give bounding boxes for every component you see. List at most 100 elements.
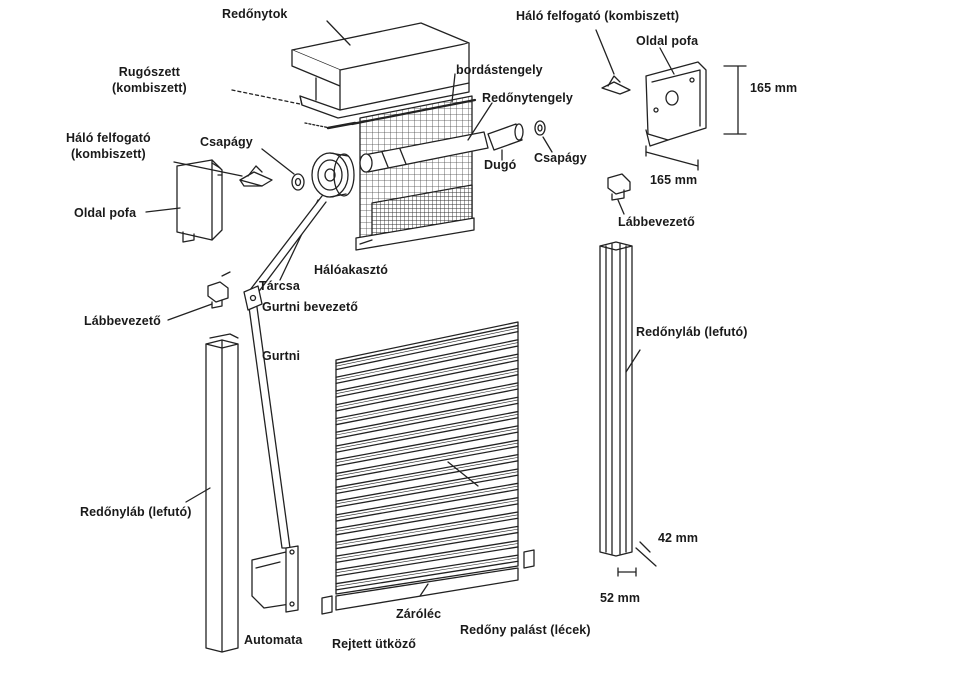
shutter-slat-groove <box>335 500 519 532</box>
side-rail-left <box>205 333 239 653</box>
shutter-slat <box>335 540 519 577</box>
shutter-slat-groove <box>335 528 519 560</box>
foot-guide-right-leader <box>617 199 625 215</box>
shutter-slat <box>335 453 519 495</box>
label-zarolec: Záróléc <box>396 607 442 621</box>
bearing-left-leader <box>261 148 295 175</box>
shutter-slat <box>335 468 519 508</box>
side-plate-left <box>176 159 223 243</box>
shutter-slat <box>335 353 519 398</box>
redonytok-leader <box>326 20 351 46</box>
spring-set-dashes <box>304 122 331 129</box>
roller-shaft <box>359 131 489 173</box>
bearing-left <box>291 173 305 191</box>
shutter-slat <box>335 525 519 563</box>
dimension-165-horizontal <box>645 145 699 171</box>
roller-shaft-leader <box>467 102 493 141</box>
roller-box <box>291 22 470 119</box>
label-rugoszett: Rugószett (kombiszett) <box>112 65 187 95</box>
net-holder-left <box>239 165 273 187</box>
shutter-slat-groove <box>335 356 519 395</box>
shutter-slat-groove <box>335 414 519 450</box>
label-bordastengely: bordástengely <box>456 63 543 77</box>
foot-guide-left <box>207 271 231 309</box>
label-redonytok: Redőnytok <box>222 7 288 21</box>
shutter-slat <box>335 482 519 522</box>
shutter-slat-groove <box>335 557 519 587</box>
label-165mm-horizontal: 165 mm <box>650 173 698 187</box>
label-165mm-vertical: 165 mm <box>750 81 798 95</box>
label-redonytengely: Redőnytengely <box>482 91 573 105</box>
ribbed-shaft <box>350 98 477 126</box>
shutter-slat-groove <box>335 485 519 518</box>
shutter-slat-groove <box>335 514 519 546</box>
shutter-slat <box>335 554 519 591</box>
net-holder-left-leader <box>173 161 243 177</box>
automatic-winder <box>251 545 299 613</box>
hidden-stopper <box>321 549 535 615</box>
label-redonylab-left: Redőnyláb (lefutó) <box>80 505 192 519</box>
label-labbevezeto-left: Lábbevezető <box>84 314 161 328</box>
shutter-curtain-outline <box>335 321 519 595</box>
shutter-slat <box>335 396 519 440</box>
shutter-slat <box>335 339 519 385</box>
dimension-42 <box>635 541 657 567</box>
side-plate-left-leader <box>145 207 181 213</box>
label-52mm: 52 mm <box>600 591 641 605</box>
label-automata: Automata <box>244 633 303 647</box>
shutter-slat <box>335 439 519 481</box>
side-rail-left-leader <box>185 487 211 503</box>
foot-guide-left-leader <box>167 303 213 321</box>
label-redonylab-right: Redőnyláb (lefutó) <box>636 325 748 339</box>
bearing-right-leader <box>542 136 553 153</box>
shutter-slat-groove <box>335 370 519 408</box>
label-oldal-pofa-left: Oldal pofa <box>74 206 137 220</box>
insect-screen <box>355 95 475 251</box>
label-labbevezeto-right: Lábbevezető <box>618 215 695 229</box>
side-plate-right <box>645 61 707 147</box>
spring-set <box>326 121 357 130</box>
label-dugo: Dugó <box>484 158 517 172</box>
shutter-slat <box>335 511 519 550</box>
shutter-slat <box>335 382 519 426</box>
shutter-slat-groove <box>335 399 519 436</box>
bottom-slat-leader <box>419 583 429 597</box>
net-holder-right <box>601 75 631 95</box>
label-halo-felfogato-left: Háló felfogató (kombiszett) <box>66 131 151 161</box>
shutter-slat-groove <box>335 385 519 422</box>
label-haloakaszto: Hálóakasztó <box>314 263 389 277</box>
shutter-slat-groove <box>335 327 519 367</box>
side-rail-right <box>599 241 633 557</box>
shutter-curtain <box>335 321 519 595</box>
dimension-52 <box>617 567 637 577</box>
shutter-curtain-leader <box>447 461 479 487</box>
shutter-slat-groove <box>335 543 519 573</box>
shutter-slat-groove <box>335 428 519 463</box>
shutter-slat <box>335 410 519 453</box>
foot-guide-right <box>607 173 631 201</box>
shutter-slat-groove <box>335 457 519 491</box>
strap-guide <box>243 285 263 311</box>
shutter-slat <box>335 425 519 467</box>
label-csapagy-right: Csapágy <box>534 151 587 165</box>
bearing-right <box>534 120 546 136</box>
spring-set-leader <box>231 89 301 105</box>
ribbed-shaft-leader <box>451 73 456 103</box>
shutter-slat <box>335 324 519 371</box>
label-gurtni-bevezeto: Gurtni bevezető <box>262 300 358 314</box>
net-holder-right-leader <box>595 29 615 75</box>
label-halo-felfogato-right: Háló felfogató (kombiszett) <box>516 9 680 23</box>
label-tarcsa: Tárcsa <box>259 279 300 293</box>
shutter-slat <box>335 497 519 536</box>
plug <box>487 123 524 151</box>
label-csapagy-left: Csapágy <box>200 135 253 149</box>
shutter-slat-groove <box>335 471 519 505</box>
dimension-165-vertical <box>723 65 747 135</box>
pulley <box>311 152 355 198</box>
shutter-slat <box>335 367 519 412</box>
bottom-slat <box>335 567 519 611</box>
label-redony-palast: Redőny palást (lécek) <box>460 623 591 637</box>
shutter-slat-groove <box>335 442 519 477</box>
side-plate-right-leader <box>659 47 675 75</box>
